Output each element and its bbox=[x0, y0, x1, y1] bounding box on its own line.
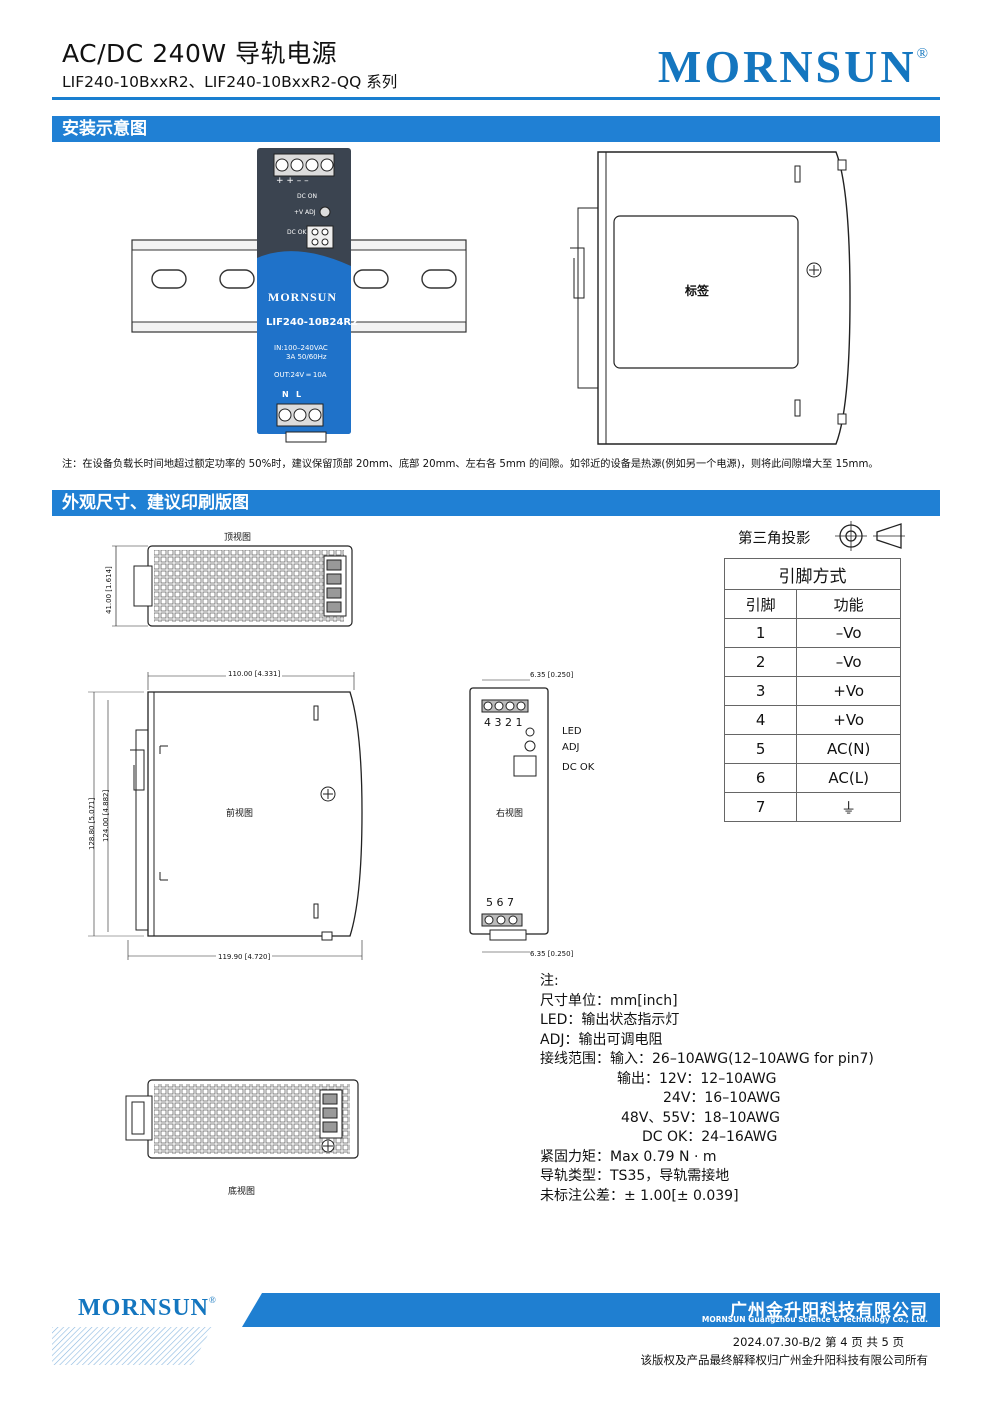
note-line: 注: bbox=[540, 973, 559, 989]
note-line: 输出：12V：12–10AWG bbox=[617, 1070, 777, 1087]
section-installation-title: 安装示意图 bbox=[52, 116, 940, 142]
document-subtitle: LIF240-10BxxR2、LIF240-10BxxR2-QQ 系列 bbox=[62, 73, 398, 91]
note-line: 尺寸单位：mm[inch] bbox=[540, 992, 678, 1009]
note-line: 紧固力矩：Max 0.79 N · m bbox=[540, 1148, 717, 1165]
footer-company-en: MORNSUN Guangzhou Science & Technology C… bbox=[701, 1315, 928, 1324]
label-area-text: 标签 bbox=[685, 284, 710, 298]
note-line: 接线范围：输入：26–10AWG(12–10AWG for pin7) bbox=[540, 1051, 874, 1067]
header-rule bbox=[52, 97, 940, 100]
table-row: 7⏚ bbox=[723, 792, 901, 822]
right-view-label: 右视图 bbox=[496, 809, 524, 819]
projection-label: 第三角投影 bbox=[738, 531, 811, 547]
module-model: LIF240-10B24R2 bbox=[266, 317, 359, 328]
module-input-1: IN:100–240VAC bbox=[274, 344, 328, 352]
table-row: 1–Vo bbox=[723, 618, 901, 648]
top-view-drawing bbox=[112, 545, 353, 627]
ground-icon: ⏚ bbox=[796, 792, 901, 822]
table-row: 3+Vo bbox=[723, 676, 901, 706]
right-view-pins-bottom: 5 6 7 bbox=[486, 896, 514, 909]
note-line: 48V、55V：18–10AWG bbox=[621, 1109, 780, 1126]
module-input-2: 3A 50/60Hz bbox=[286, 353, 327, 361]
module-l-label: L bbox=[296, 390, 302, 399]
pin-function: +Vo bbox=[796, 676, 901, 706]
footer-date-page: 2024.07.30-B/2 第 4 页 共 5 页 bbox=[732, 1335, 904, 1349]
footer-brand: MORNSUN® bbox=[78, 1295, 217, 1321]
brand-logo: MORNSUN® bbox=[657, 41, 928, 92]
document-title: AC/DC 240W 导轨电源 bbox=[62, 39, 338, 68]
dim-41: 41.00 [1.614] bbox=[105, 566, 113, 614]
pin-number: 2 bbox=[723, 647, 798, 677]
dim-635-top: 6.35 [0.250] bbox=[530, 671, 574, 679]
footer-band bbox=[52, 1293, 940, 1327]
pin-function: AC(L) bbox=[796, 763, 901, 793]
dim-124: 124.00 [4.882] bbox=[102, 789, 110, 842]
bottom-view-drawing bbox=[125, 1079, 359, 1159]
footer-company-cn: 广州金升阳科技有限公司 bbox=[730, 1301, 928, 1321]
dim-128: 128.80 [5.071] bbox=[88, 797, 96, 850]
module-dc-ok: DC OK bbox=[287, 229, 307, 236]
top-view-label: 顶视图 bbox=[224, 533, 252, 543]
front-view-label: 前视图 bbox=[226, 809, 254, 819]
pin-number: 6 bbox=[723, 763, 798, 793]
note-line: 24V：16–10AWG bbox=[663, 1090, 781, 1106]
note-line: 未标注公差：± 1.00[± 0.039] bbox=[540, 1187, 739, 1204]
note-line: LED：输出状态指示灯 bbox=[540, 1012, 680, 1028]
module-dc-on: DC ON bbox=[297, 193, 317, 200]
pin-function: –Vo bbox=[796, 618, 901, 648]
third-angle-projection-icon bbox=[835, 521, 905, 551]
module-output: OUT:24V ═ 10A bbox=[274, 371, 327, 379]
footer-hatch bbox=[52, 1327, 212, 1365]
right-view-dcok-label: DC OK bbox=[562, 762, 595, 773]
section-dimensions-title: 外观尺寸、建议印刷版图 bbox=[52, 490, 940, 516]
footer-copyright: 该版权及产品最终解释权归广州金升阳科技有限公司所有 bbox=[640, 1353, 929, 1367]
pin-function: +Vo bbox=[796, 705, 901, 735]
note-line: ADJ：输出可调电阻 bbox=[540, 1031, 663, 1048]
note-line: DC OK：24–16AWG bbox=[642, 1129, 778, 1145]
pin-number: 1 bbox=[723, 618, 798, 648]
dim-119: 119.90 [4.720] bbox=[216, 953, 273, 961]
pin-number: 5 bbox=[723, 734, 798, 764]
installation-module-diagram bbox=[131, 148, 467, 443]
module-terminal-signs: + + – – bbox=[276, 176, 309, 186]
dim-635-bottom: 6.35 [0.250] bbox=[530, 950, 574, 958]
dimension-notes: 注: 尺寸单位：mm[inch] LED：输出状态指示灯 ADJ：输出可调电阻 … bbox=[540, 972, 874, 1206]
module-brand: MORNSUN bbox=[268, 290, 337, 304]
module-adj: +V ADJ bbox=[294, 209, 316, 216]
table-row: 4+Vo bbox=[723, 705, 901, 735]
right-view-led-label: LED bbox=[562, 726, 582, 737]
pin-number: 3 bbox=[723, 676, 798, 706]
pin-function: AC(N) bbox=[796, 734, 901, 764]
pin-table-header-function: 功能 bbox=[796, 589, 901, 619]
pin-number: 4 bbox=[723, 705, 798, 735]
note-line: 导轨类型：TS35，导轨需接地 bbox=[540, 1168, 730, 1184]
table-row: 2–Vo bbox=[723, 647, 901, 677]
pin-function: –Vo bbox=[796, 647, 901, 677]
installation-note: 注：在设备负载长时间地超过额定功率的 50%时，建议保留顶部 20mm、底部 2… bbox=[62, 459, 879, 470]
pin-number: 7 bbox=[723, 792, 798, 822]
right-view-drawing bbox=[469, 679, 549, 953]
module-n-label: N bbox=[282, 390, 289, 399]
pin-table-header-pin: 引脚 bbox=[723, 589, 798, 619]
pin-table-title: 引脚方式 bbox=[724, 558, 901, 590]
dim-110: 110.00 [4.331] bbox=[226, 670, 283, 678]
right-view-adj-label: ADJ bbox=[562, 742, 580, 753]
bottom-view-label: 底视图 bbox=[228, 1187, 256, 1197]
installation-side-view bbox=[570, 151, 851, 445]
right-view-pins-top: 4 3 2 1 bbox=[484, 716, 523, 729]
